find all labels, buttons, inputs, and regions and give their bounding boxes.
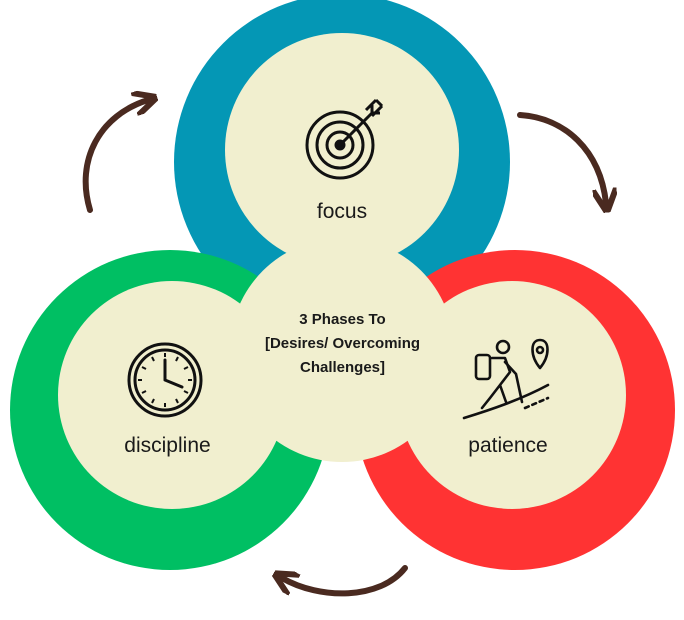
center-circle — [230, 238, 454, 462]
target-icon — [305, 98, 384, 180]
patience-circle — [398, 281, 626, 509]
discipline-circle — [58, 281, 286, 509]
title-line-2: [Desires/ Overcoming — [264, 335, 421, 352]
discipline-label: discipline — [124, 434, 211, 457]
title-line-3: Challenges] — [299, 359, 386, 376]
arrow-top-right — [517, 112, 606, 203]
arrow-top-left — [82, 100, 148, 213]
patience-label: patience — [468, 434, 548, 457]
title-line-1: 3 Phases To — [299, 311, 386, 328]
clock-icon — [127, 342, 203, 418]
arrow-bottom — [282, 565, 408, 597]
focus-label: focus — [316, 200, 368, 223]
diagram-title: 3 Phases To [Desires/ Overcoming Challen… — [240, 308, 445, 380]
hiker-icon — [462, 338, 550, 420]
